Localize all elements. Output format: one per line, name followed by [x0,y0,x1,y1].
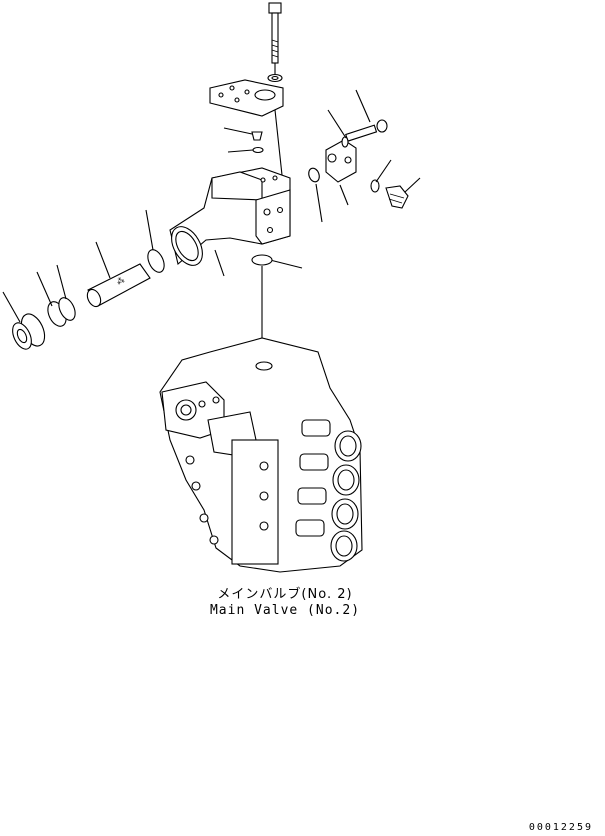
flange-gasket [251,254,273,266]
small-plug [223,127,264,154]
spool-caps [295,419,362,562]
o-ring-filter [147,249,165,273]
end-plug [12,313,46,350]
centerline-bracket [274,109,283,176]
top-washer [267,73,283,83]
svg-text:⁂: ⁂ [115,275,126,287]
caption-english: Main Valve (No.2) [209,603,361,618]
elbow-housing [169,167,291,266]
top-bolt [268,2,282,64]
o-ring-small [370,179,380,193]
bracket-plate [209,79,284,117]
drawing-number: 00012259 [528,822,593,833]
caption-japanese: メインバルブ(No. 2) [217,587,353,602]
o-ring-plug [58,297,76,321]
o-ring-housing-side [308,167,320,183]
filter-cartridge: ⁂ [86,263,151,308]
sensor [385,185,409,209]
leader-lines [2,89,421,323]
side-flange [325,139,357,183]
main-valve-body [159,337,363,573]
